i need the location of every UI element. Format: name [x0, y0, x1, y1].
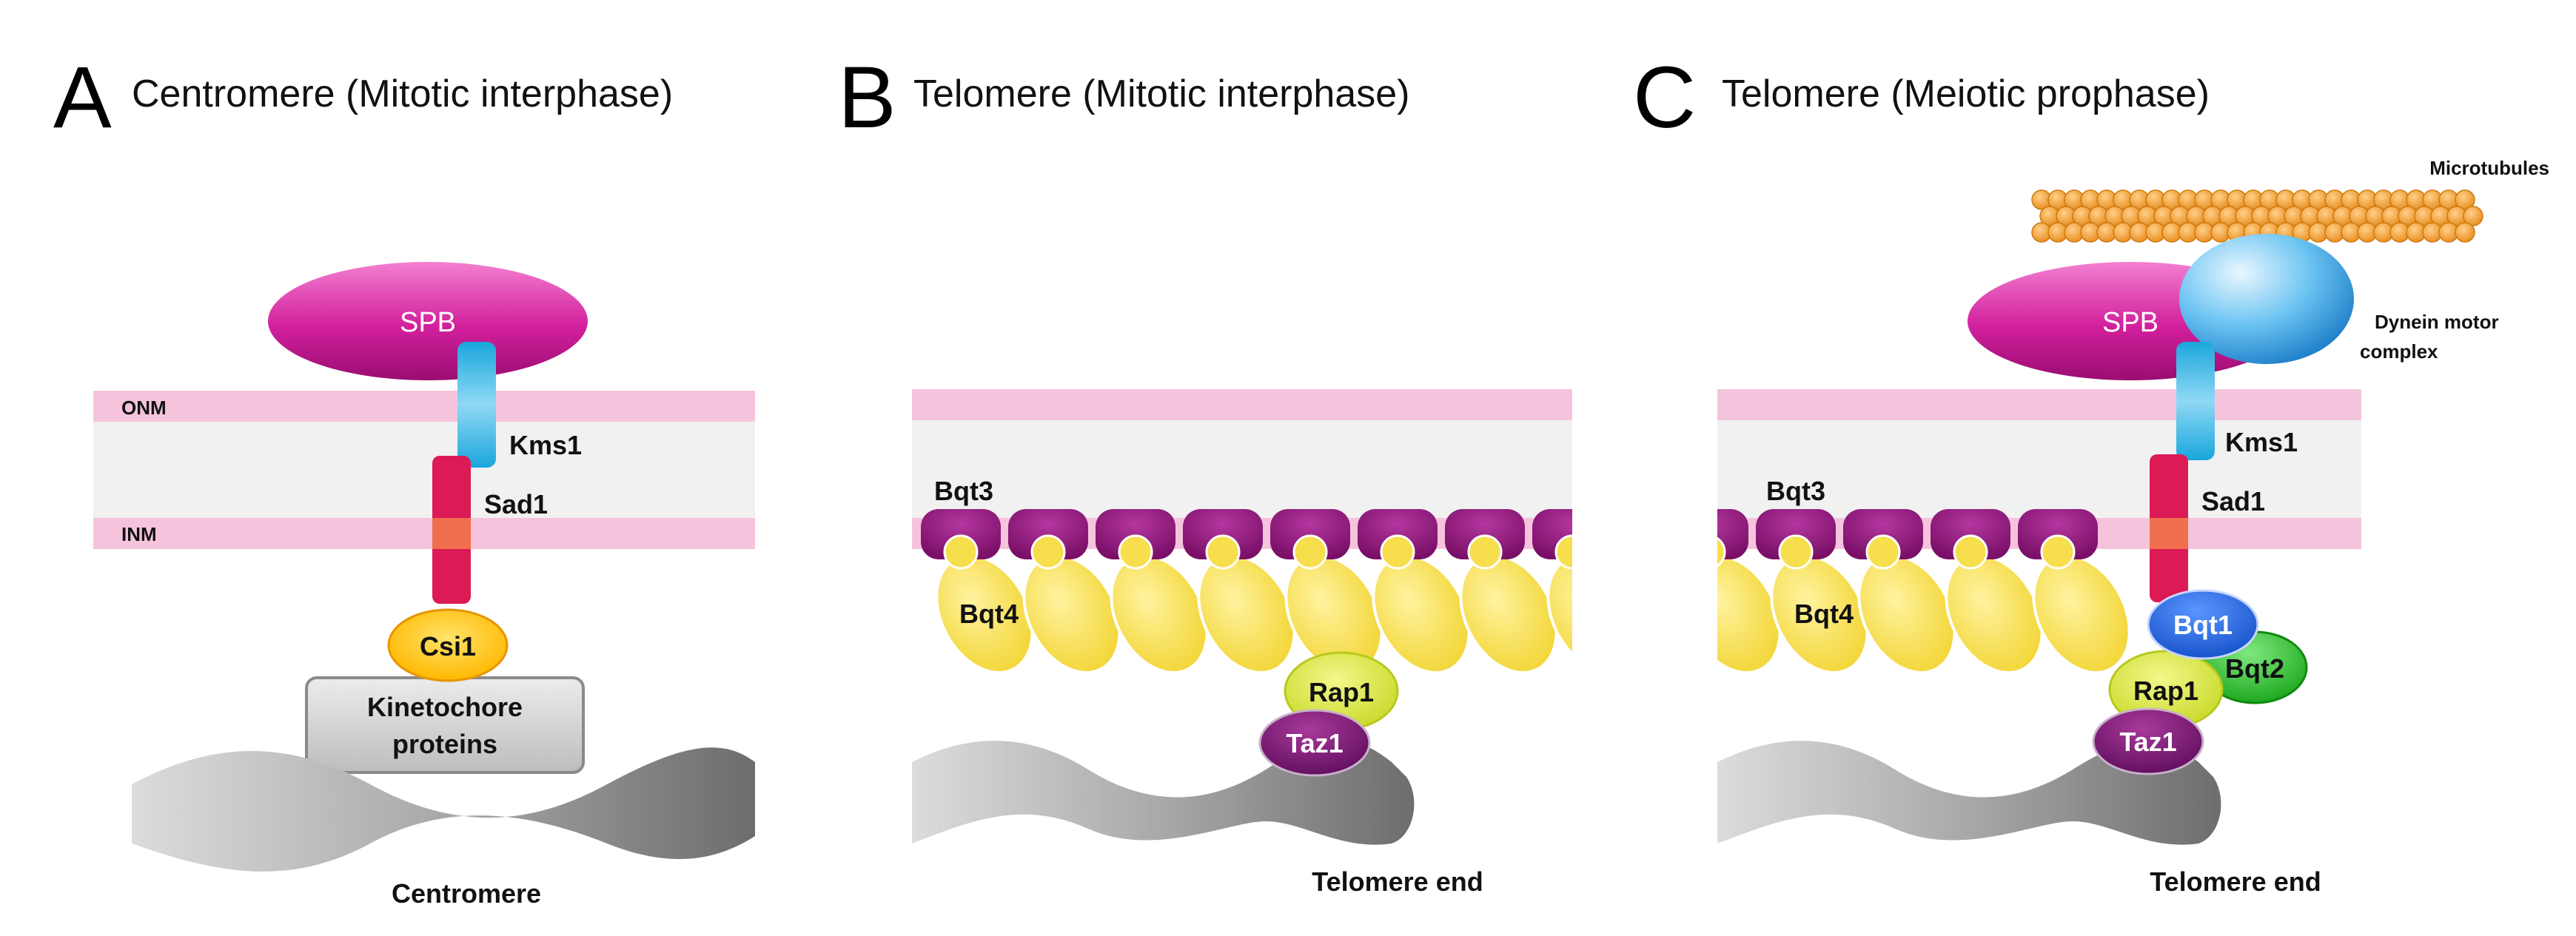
panel-b-letter: B — [838, 49, 896, 147]
inner-nuclear-membrane — [93, 518, 755, 549]
inm-label: INM — [121, 523, 157, 545]
bqt3-label: Bqt3 — [934, 476, 993, 506]
centromere-label: Centromere — [392, 878, 541, 909]
taz1-label: Taz1 — [1286, 728, 1343, 758]
bqt-array-c — [1717, 509, 2131, 675]
sad1-membrane-segment — [432, 518, 471, 549]
bqt3-bqt4-contact — [1554, 534, 1572, 570]
bqt3-bqt4-contact — [1380, 534, 1415, 570]
bqt3-bqt4-contact — [2040, 534, 2076, 570]
kms1-protein — [457, 342, 496, 468]
nuclear-envelope-a: ONM INM — [93, 391, 755, 549]
telomere-end-label: Telomere end — [1312, 866, 1483, 897]
bqt3-bqt4-contact — [1118, 534, 1153, 570]
bqt3-subunit — [1183, 509, 1263, 559]
bqt4-label: Bqt4 — [959, 599, 1019, 629]
sad1-label: Sad1 — [484, 489, 548, 519]
rap1-label: Rap1 — [2133, 676, 2198, 706]
bqt4-label: Bqt4 — [1794, 599, 1854, 629]
bqt4-row — [935, 553, 1572, 675]
bqt3-label: Bqt3 — [1766, 476, 1825, 506]
bqt3-row — [921, 509, 1572, 570]
tubulin-subunit — [2455, 222, 2475, 243]
bqt1-protein — [2147, 589, 2259, 660]
panel-b-title: Telomere (Mitotic interphase) — [913, 73, 1409, 115]
bqt3-subunit — [1358, 509, 1438, 559]
bqt2-label: Bqt2 — [2225, 653, 2284, 684]
bqt1-label: Bqt1 — [2173, 610, 2233, 640]
onm-label: ONM — [121, 397, 167, 419]
kinetochore-label-line1: Kinetochore — [367, 692, 523, 722]
panel-a-letter: A — [53, 49, 112, 147]
csi1-label: Csi1 — [420, 631, 476, 661]
dynein-label-line1: Dynein motor — [2375, 311, 2499, 333]
bqt3-bqt4-contact — [1717, 536, 1726, 568]
outer-nuclear-membrane — [93, 391, 755, 422]
microtubule — [2031, 189, 2483, 243]
outer-nuclear-membrane — [1717, 389, 2361, 420]
bqt3-subunit — [1008, 509, 1088, 559]
panel-b: B Telomere (Mitotic interphase) Bqt3 Bqt… — [838, 49, 1572, 897]
dynein-label-line2: complex — [2360, 340, 2438, 363]
bqt3-subunit — [1931, 509, 2010, 559]
bqt3-subunit — [1096, 509, 1175, 559]
bqt3-row — [1717, 509, 2098, 570]
panel-c-title: Telomere (Meiotic prophase) — [1722, 73, 2210, 115]
bqt3-subunit — [2018, 509, 2098, 559]
bqt3-subunit — [1843, 509, 1923, 559]
rap1-label: Rap1 — [1309, 677, 1374, 707]
bqt3-bqt4-contact — [1953, 534, 1988, 570]
tubulin-subunit — [2463, 206, 2483, 226]
panel-a: A Centromere (Mitotic interphase) ONM IN… — [53, 49, 755, 909]
bqt4-subunit — [1546, 553, 1572, 675]
panel-c: C Telomere (Meiotic prophase) Microtubul… — [1633, 49, 2549, 897]
bqt3-bqt4-contact — [1467, 534, 1503, 570]
bqt3-subunit — [1270, 509, 1350, 559]
sad1-label: Sad1 — [2201, 486, 2265, 516]
bqt3-bqt4-contact — [1778, 534, 1814, 570]
bqt4-row — [1717, 553, 2131, 675]
microtubules-label: Microtubules — [2429, 157, 2549, 179]
bqt3-bqt4-contact — [1865, 534, 1901, 570]
bqt3-bqt4-contact — [1205, 534, 1241, 570]
taz1-label: Taz1 — [2119, 727, 2176, 757]
bqt3-bqt4-contact — [1292, 534, 1328, 570]
bqt3-bqt4-contact — [1030, 534, 1066, 570]
taz1-protein — [2092, 707, 2204, 775]
spb-label: SPB — [400, 307, 456, 338]
taz1-protein — [1258, 709, 1371, 777]
csi1-protein — [387, 608, 509, 682]
telomere-end-label: Telomere end — [2150, 866, 2321, 897]
bqt4-subunit — [1717, 553, 1782, 675]
dynein-motor-complex — [2179, 234, 2354, 364]
tubulin-subunit — [2455, 189, 2475, 210]
bqt3-subunit — [1717, 509, 1748, 559]
bqt3-subunit — [1445, 509, 1525, 559]
centromere-chromatin — [132, 747, 755, 872]
bqt3-subunit — [1756, 509, 1836, 559]
bqt3-bqt4-contact — [943, 534, 979, 570]
kms1-label: Kms1 — [509, 430, 582, 460]
outer-nuclear-membrane — [912, 389, 1572, 420]
panel-c-letter: C — [1633, 49, 1696, 147]
panel-a-title: Centromere (Mitotic interphase) — [132, 73, 673, 115]
bqt-array-b — [921, 509, 1572, 675]
bqt3-subunit — [921, 509, 1001, 559]
kinetochore-label-line2: proteins — [392, 729, 497, 759]
kms1-label: Kms1 — [2225, 427, 2298, 457]
spb-label: SPB — [2102, 307, 2159, 338]
sad1-membrane-segment — [2150, 518, 2188, 549]
spb-shape — [268, 262, 588, 380]
kms1-protein — [2176, 342, 2215, 460]
telomere-chromatin — [1717, 741, 2221, 845]
